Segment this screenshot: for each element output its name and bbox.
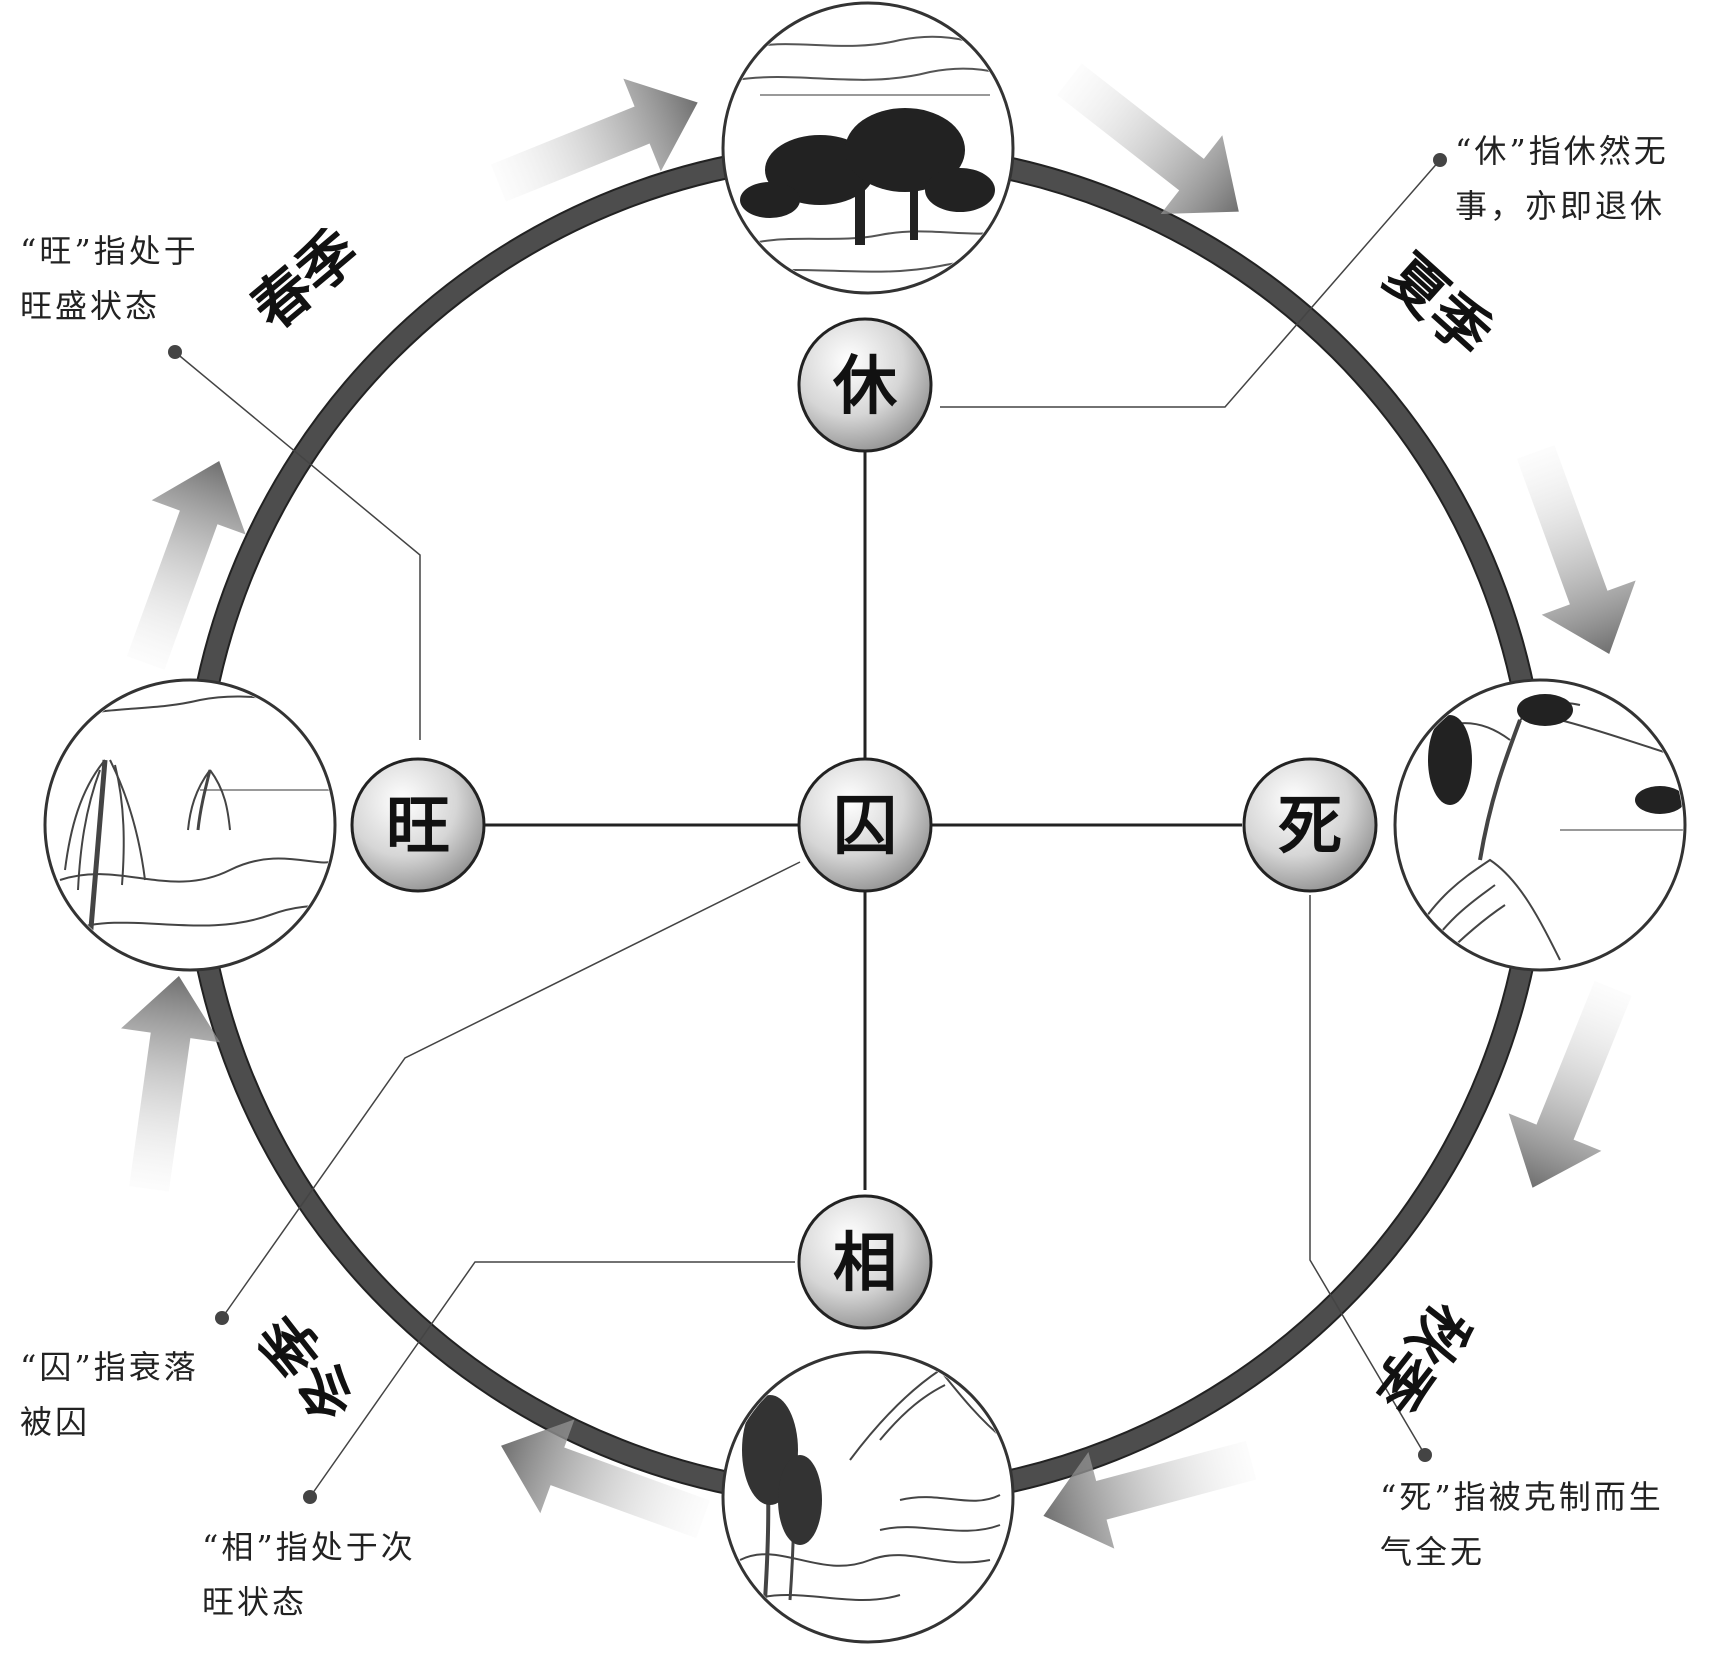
node-wang: 旺: [350, 757, 486, 893]
cycle-arrows: [121, 63, 1636, 1549]
node-qiu-label: 囚: [833, 790, 897, 864]
arrow-winter-to-spring: [121, 975, 221, 1192]
node-xiu: 休: [797, 317, 933, 453]
season-winter-label: 冬季: [247, 1301, 372, 1434]
note-wang: “旺”指处于 旺盛状态: [20, 232, 199, 325]
arrow-spring-outer: [126, 461, 246, 670]
node-xiang-label: 相: [833, 1227, 897, 1301]
node-si-label: 死: [1278, 790, 1342, 864]
svg-text:“旺”指处于: “旺”指处于: [20, 232, 199, 270]
svg-text:“死”指被克制而生: “死”指被克制而生: [1380, 1478, 1664, 1516]
node-wang-label: 旺: [386, 790, 450, 864]
landscape-bottom-image: [721, 1350, 1015, 1644]
leader-xiu: [940, 159, 1441, 408]
node-xiu-label: 休: [832, 350, 898, 424]
svg-text:事，亦即退休: 事，亦即退休: [1455, 187, 1665, 225]
arrow-autumn-to-winter: [1043, 1440, 1257, 1549]
cross-connectors: [485, 450, 1242, 1190]
node-xiang: 相: [797, 1194, 933, 1330]
leader-xiang: [309, 1261, 795, 1498]
leader-wang: [174, 351, 421, 740]
arrow-winter-outer: [501, 1419, 710, 1539]
svg-text:被囚: 被囚: [20, 1403, 90, 1441]
svg-text:“休”指休然无: “休”指休然无: [1455, 132, 1669, 170]
svg-text:旺盛状态: 旺盛状态: [20, 287, 160, 325]
arrow-summer-to-autumn: [1516, 445, 1636, 654]
season-summer-label: 夏季: [1373, 241, 1505, 369]
landscape-top-image: [721, 1, 1015, 295]
arrow-spring-to-summer: [490, 78, 698, 202]
svg-text:“囚”指衰落: “囚”指衰落: [20, 1348, 199, 1386]
season-autumn-label: 秋季: [1358, 1291, 1483, 1424]
arrow-autumn-outer: [1508, 980, 1632, 1188]
leader-dots: [168, 153, 1447, 1504]
node-si: 死: [1242, 757, 1378, 893]
svg-text:气全无: 气全无: [1380, 1533, 1485, 1571]
note-xiu: “休”指休然无 事，亦即退休: [1455, 132, 1669, 225]
leader-qiu: [221, 861, 801, 1319]
landscape-right-image: [1393, 678, 1687, 972]
leader-lines: [174, 159, 1441, 1498]
landscape-left-image: [43, 678, 337, 972]
leader-si: [1309, 895, 1426, 1456]
node-qiu: 囚: [797, 757, 933, 893]
season-spring-label: 春季: [239, 216, 372, 343]
note-si: “死”指被克制而生 气全无: [1380, 1478, 1664, 1571]
note-xiang: “相”指处于次 旺状态: [202, 1528, 416, 1621]
note-qiu: “囚”指衰落 被囚: [20, 1348, 199, 1441]
svg-text:旺状态: 旺状态: [202, 1583, 307, 1621]
svg-text:“相”指处于次: “相”指处于次: [202, 1528, 416, 1566]
arrow-summer-outer: [1057, 63, 1239, 215]
